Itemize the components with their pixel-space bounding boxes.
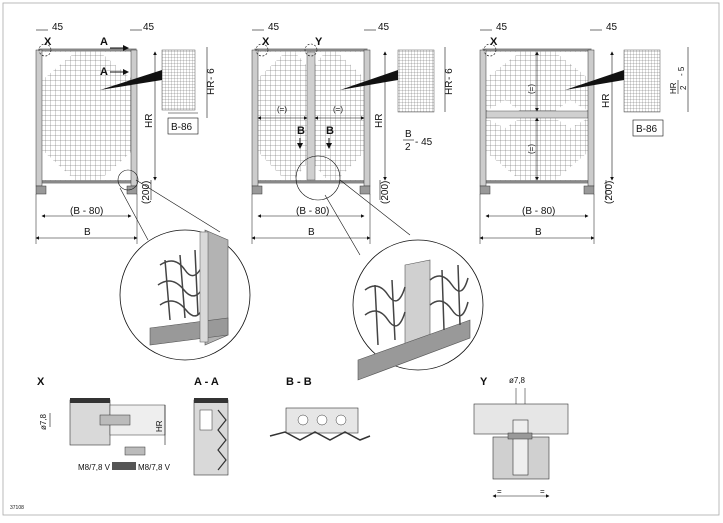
detail-a-a: A - A (193, 376, 229, 476)
panel-2-marker-x: X (262, 36, 270, 48)
panel-2-mesh-detail (397, 49, 435, 113)
panel-1-inner-width: (B - 80) (70, 206, 103, 217)
detail-b-b: B - B (269, 376, 371, 441)
detail-x-screw-left: M8/7,8 V (78, 463, 111, 472)
detail-x: X ø7,8 HR M8/7,8 V M8/7,8 V (37, 376, 171, 472)
panel-3-eq-bottom: (=) (527, 144, 536, 154)
panel-1-marker-a-top: A (100, 36, 108, 48)
panel-3-dim-top-left: 45 (496, 22, 508, 33)
panel-2-bottom-clear: (200) (380, 181, 391, 204)
panel-1-dim-top-right: 45 (143, 22, 155, 33)
panel-2-outer-width: B (308, 227, 315, 238)
panel-1-single-panel: 45 45 X A A B-86 HR HR - 6 (200) (B - 80… (35, 22, 217, 244)
panel-3-cross-bar (485, 110, 589, 119)
detail-y-title: Y (480, 376, 488, 388)
panel-1-mesh-detail (161, 49, 196, 111)
panel-3-mesh-detail (623, 49, 661, 113)
panel-3-frac-den: 2 (679, 85, 688, 90)
drawing-number: 37108 (10, 505, 24, 511)
panel-2-marker-b-left: B (297, 125, 305, 137)
panel-1-post-right (130, 49, 138, 187)
detail-x-diameter: ø7,8 (39, 413, 48, 430)
panel-3-height-label: HR (601, 94, 612, 108)
panel-3-detail-width: B-86 (636, 124, 658, 135)
panel-1-height-offset: - 6 (206, 68, 217, 80)
detail-x-title: X (37, 376, 45, 388)
panel-1-outer-width: B (84, 227, 91, 238)
detail-y-eq-left: = (497, 487, 502, 496)
panel-1-bottom-clear: (200) (141, 181, 152, 204)
panel-2-eq-right: (=) (333, 105, 343, 114)
panel-1-detail-width: B-86 (171, 122, 193, 133)
panel-3-frac-rest: - 5 (677, 66, 686, 76)
magnified-corner-detail (119, 179, 251, 361)
panel-3-frac-num: HR (669, 82, 678, 94)
panel-1-marker-x: X (44, 36, 52, 48)
panel-1-post-left (35, 49, 43, 187)
panel-3-split-panel: 45 45 X (=) (=) B-86 HR HR 2 - 5 (200) (… (479, 22, 689, 244)
panel-2-dim-top-left: 45 (268, 22, 280, 33)
detail-aa-title: A - A (194, 376, 219, 388)
detail-x-screw-right: M8/7,8 V (138, 463, 171, 472)
panel-1-height-hr: HR (206, 81, 217, 95)
detail-y: Y ø7,8 = = (473, 376, 569, 498)
panel-2-inner-width: (B - 80) (296, 206, 329, 217)
detail-bb-title: B - B (286, 376, 312, 388)
panel-2-marker-y: Y (315, 36, 323, 48)
detail-y-diameter: ø7,8 (509, 376, 526, 385)
panel-2-height-label: HR (374, 114, 385, 128)
panel-3-outer-width: B (535, 227, 542, 238)
panel-3-marker-x: X (490, 36, 498, 48)
panel-2-center-post (306, 51, 316, 181)
panel-2-height-hr: HR (444, 81, 455, 95)
detail-x-height: HR (155, 420, 164, 432)
panel-1-dim-top-left: 45 (52, 22, 64, 33)
panel-2-frac-den: 2 (405, 142, 411, 153)
sheet-border (2, 2, 720, 516)
panel-2-dim-top-right: 45 (378, 22, 390, 33)
panel-1-height-label: HR (144, 114, 155, 128)
panel-3-bottom-clear: (200) (604, 181, 615, 204)
panel-1-marker-a-mid: A (100, 66, 108, 78)
panel-2-frac-num: B (405, 129, 412, 140)
magnified-center-detail (324, 179, 484, 381)
panel-2-height-offset: - 6 (444, 68, 455, 80)
panel-3-eq-top: (=) (527, 84, 536, 94)
panel-2-frac-rest: - 45 (415, 137, 433, 148)
panel-3-dim-top-right: 45 (606, 22, 618, 33)
panel-2-double-panel: 45 45 X Y (=) (=) B B HR HR - 6 B 2 - 45… (251, 22, 455, 244)
panel-2-eq-left: (=) (277, 105, 287, 114)
panel-2-marker-b-right: B (326, 125, 334, 137)
panel-3-inner-width: (B - 80) (522, 206, 555, 217)
detail-y-eq-right: = (540, 487, 545, 496)
